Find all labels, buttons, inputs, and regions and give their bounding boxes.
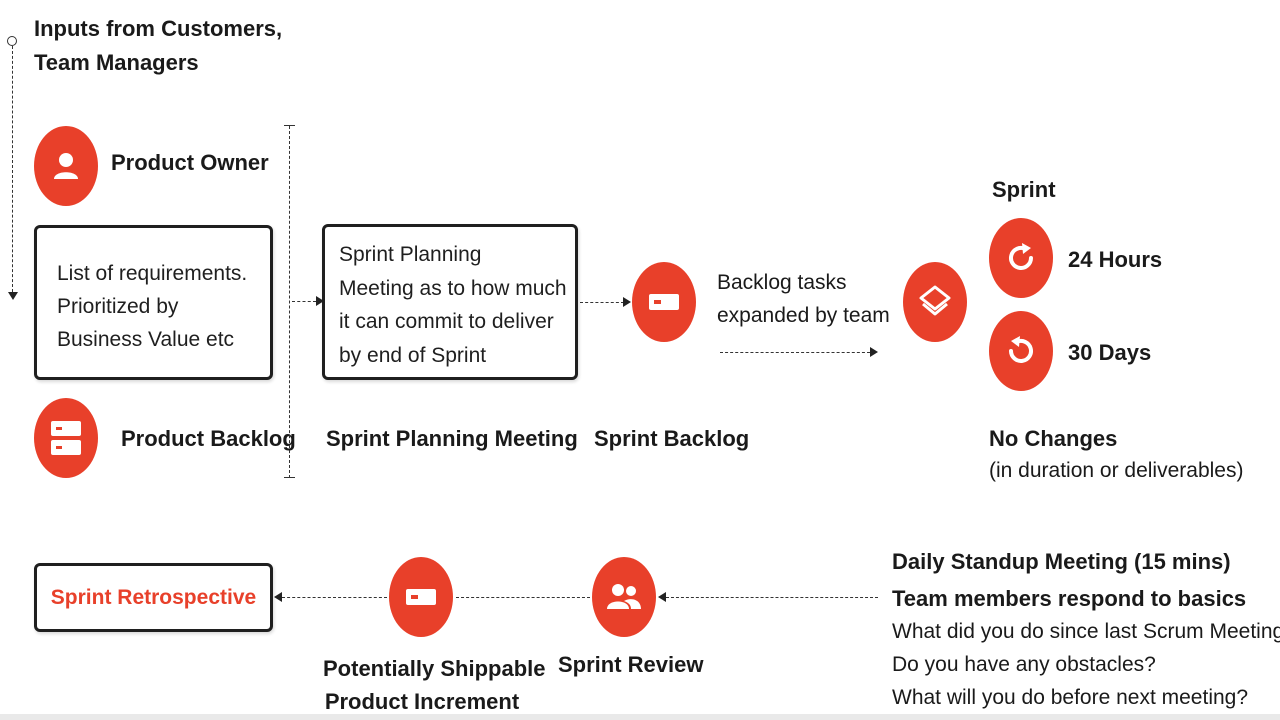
sprint-review-label: Sprint Review — [558, 652, 704, 677]
product-backlog-circle — [34, 398, 98, 478]
planning-line2: Meeting as to how much — [339, 276, 567, 300]
retrospective-box: Sprint Retrospective — [34, 563, 273, 632]
standup-question-3: What will you do before next meeting? — [892, 686, 1249, 709]
inputs-connector — [12, 46, 13, 292]
inputs-arrow-head — [8, 292, 18, 300]
backlog-tasks-line1: Backlog tasks — [717, 271, 847, 294]
standup-block: Daily Standup Meeting (15 mins) Team mem… — [892, 545, 1280, 714]
standup-question-2: Do you have any obstacles? — [892, 653, 1156, 676]
sprint-backlog-label: Sprint Backlog — [594, 426, 750, 451]
product-owner-circle — [34, 126, 98, 206]
product-owner-label: Product Owner — [111, 150, 269, 175]
person-icon — [54, 153, 78, 179]
increment-label: Potentially Shippable Product Increment — [323, 652, 546, 718]
card-icon — [649, 294, 679, 310]
hours-label: 24 Hours — [1068, 247, 1163, 272]
review-to-increment-connector — [456, 597, 590, 598]
team-icon — [607, 584, 641, 609]
planning-line3: it can commit to deliver — [339, 310, 554, 333]
increment-to-retro-arrow — [274, 592, 282, 602]
increment-line2: Product Increment — [324, 689, 520, 714]
tasks-to-sprint-connector — [720, 352, 870, 353]
inputs-start-dot — [7, 36, 17, 46]
refresh-clockwise-icon — [1009, 243, 1033, 270]
requirements-box: List of requirements. Prioritized by Bus… — [34, 225, 273, 380]
retrospective-label: Sprint Retrospective — [50, 585, 257, 609]
card-icon — [406, 589, 436, 605]
no-changes-label: No Changes — [989, 426, 1118, 451]
hours-circle — [989, 218, 1053, 298]
planning-to-backlog-arrow — [623, 297, 631, 307]
bracket-top-cap — [284, 125, 295, 126]
bracket-to-planning-arrow — [316, 296, 324, 306]
increment-to-retro-connector — [282, 597, 387, 598]
increment-circle — [389, 557, 453, 637]
planning-line1: Sprint Planning — [339, 243, 482, 266]
sprint-review-circle — [592, 557, 656, 637]
sprint-planning-label: Sprint Planning Meeting — [326, 426, 578, 451]
layers-icon — [919, 285, 951, 316]
standup-to-review-arrow — [658, 592, 666, 602]
bracket-to-planning-connector — [292, 301, 316, 302]
product-backlog-label: Product Backlog — [121, 426, 296, 451]
layers-circle — [903, 262, 967, 342]
sprint-title: Sprint — [992, 177, 1056, 202]
bracket-bottom-cap — [284, 477, 295, 478]
standup-subtitle: Team members respond to basics — [892, 586, 1247, 611]
days-circle — [989, 311, 1053, 391]
tasks-to-sprint-arrow — [870, 347, 878, 357]
planning-line4: by end of Sprint — [339, 343, 487, 367]
standup-to-review-connector — [666, 597, 878, 598]
inputs-line1: Inputs from Customers, — [34, 16, 283, 41]
backlog-tasks-line2: expanded by team — [717, 304, 890, 327]
planning-to-backlog-connector — [580, 302, 624, 303]
days-label: 30 Days — [1068, 340, 1152, 365]
standup-question-1: What did you do since last Scrum Meeting… — [892, 620, 1280, 643]
inputs-title: Inputs from Customers, Team Managers — [34, 12, 282, 80]
requirements-line2: Prioritized by — [57, 295, 179, 318]
refresh-counterclockwise-icon — [1009, 336, 1033, 363]
standup-title: Daily Standup Meeting (15 mins) — [892, 549, 1231, 574]
sprint-backlog-circle — [632, 262, 696, 342]
requirements-line3: Business Value etc — [57, 328, 235, 351]
bottom-bar — [0, 714, 1280, 720]
increment-line1: Potentially Shippable — [323, 656, 546, 681]
planning-box: Sprint Planning Meeting as to how much i… — [322, 224, 578, 380]
backlog-list-icon — [51, 421, 81, 455]
requirements-line1: List of requirements. — [57, 262, 248, 285]
no-changes-sub: (in duration or deliverables) — [989, 459, 1244, 482]
backlog-tasks-text: Backlog tasks expanded by team — [717, 266, 890, 332]
bracket-line — [289, 126, 290, 478]
inputs-line2: Team Managers — [34, 50, 199, 75]
